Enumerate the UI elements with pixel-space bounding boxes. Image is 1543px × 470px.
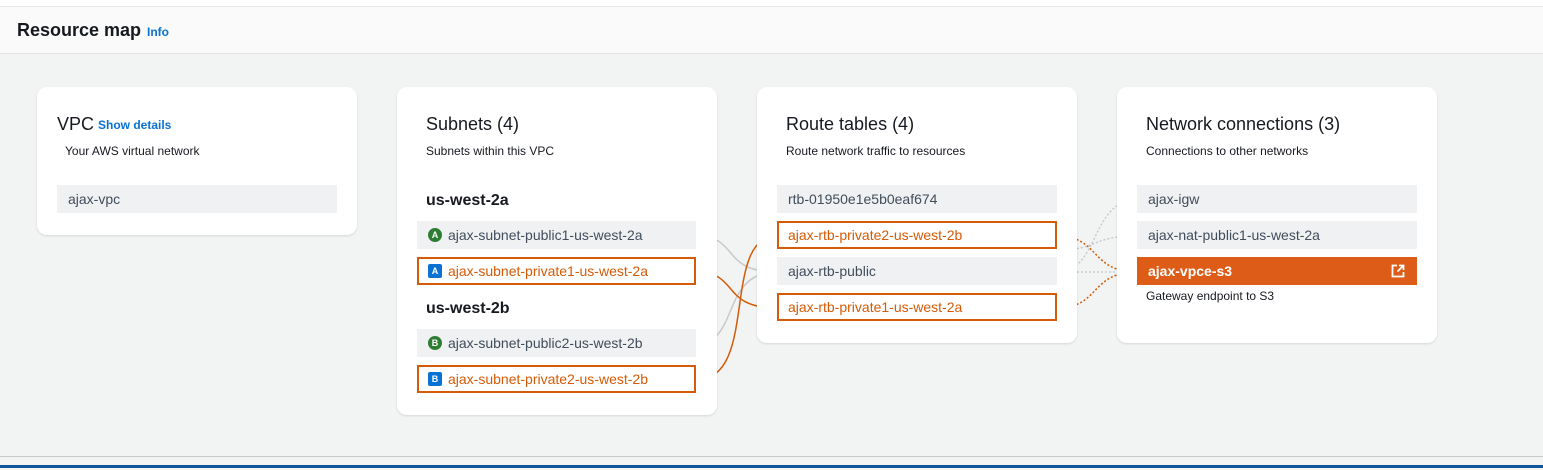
vpc-card: VPC Show details Your AWS virtual networ… (37, 87, 357, 235)
route-tables-card: Route tables (4) Route network traffic t… (757, 87, 1077, 343)
vpc-node-label: ajax-vpc (68, 191, 121, 207)
network-connection-node-vpce[interactable]: ajax-vpce-s3 (1137, 257, 1417, 285)
subnets-card: Subnets (4) Subnets within this VPC us-w… (397, 87, 717, 415)
vpc-card-title: VPC (57, 114, 95, 134)
route-table-node[interactable]: ajax-rtb-private1-us-west-2a (777, 293, 1057, 321)
bottom-divider (0, 456, 1543, 470)
route-table-label: rtb-01950e1e5b0eaf674 (788, 191, 938, 207)
route-tables-card-description: Route network traffic to resources (786, 144, 966, 158)
network-connection-label: ajax-igw (1148, 191, 1200, 207)
top-strip (0, 0, 1543, 7)
subnets-card-title: Subnets (4) (426, 114, 520, 134)
external-link-icon[interactable] (1391, 264, 1405, 278)
info-link[interactable]: Info (147, 25, 169, 39)
network-connections-card-description: Connections to other networks (1146, 144, 1309, 158)
private-subnet-badge-icon: B (428, 372, 442, 387)
network-connections-card-title: Network connections (3) (1146, 114, 1341, 134)
subnet-label: ajax-subnet-private2-us-west-2b (448, 371, 648, 387)
bottom-accent-bar (0, 465, 1543, 468)
network-connection-label: ajax-vpce-s3 (1148, 263, 1233, 279)
subnet-label: ajax-subnet-public1-us-west-2a (448, 227, 643, 243)
vpc-node[interactable]: ajax-vpc (57, 185, 337, 213)
show-details-link[interactable]: Show details (98, 118, 172, 132)
vpc-card-description: Your AWS virtual network (65, 144, 200, 158)
resource-map-header: Resource map Info (0, 7, 1543, 54)
route-table-label: ajax-rtb-public (788, 263, 876, 279)
network-connection-node-nat[interactable]: ajax-nat-public1-us-west-2a (1137, 221, 1417, 249)
public-subnet-badge-icon: B (428, 336, 442, 351)
network-connection-node-igw[interactable]: ajax-igw (1137, 185, 1417, 213)
az-title-us-west-2a: us-west-2a (426, 192, 509, 209)
route-tables-card-title: Route tables (4) (786, 114, 915, 134)
network-connection-label: ajax-nat-public1-us-west-2a (1148, 227, 1320, 243)
page-title: Resource map (17, 20, 142, 40)
subnet-label: ajax-subnet-public2-us-west-2b (448, 335, 643, 351)
subnet-label: ajax-subnet-private1-us-west-2a (448, 263, 648, 279)
az-title-us-west-2b: us-west-2b (426, 300, 510, 317)
network-connections-card: Network connections (3) Connections to o… (1117, 87, 1437, 343)
public-subnet-badge-icon: A (428, 228, 442, 243)
route-table-node[interactable]: ajax-rtb-public (777, 257, 1057, 285)
vpce-description: Gateway endpoint to S3 (1146, 289, 1275, 303)
subnets-card-description: Subnets within this VPC (426, 144, 555, 158)
route-table-node[interactable]: ajax-rtb-private2-us-west-2b (777, 221, 1057, 249)
route-table-label: ajax-rtb-private2-us-west-2b (788, 227, 963, 243)
private-subnet-badge-icon: A (428, 264, 442, 279)
route-table-label: ajax-rtb-private1-us-west-2a (788, 299, 963, 315)
route-table-node[interactable]: rtb-01950e1e5b0eaf674 (777, 185, 1057, 213)
